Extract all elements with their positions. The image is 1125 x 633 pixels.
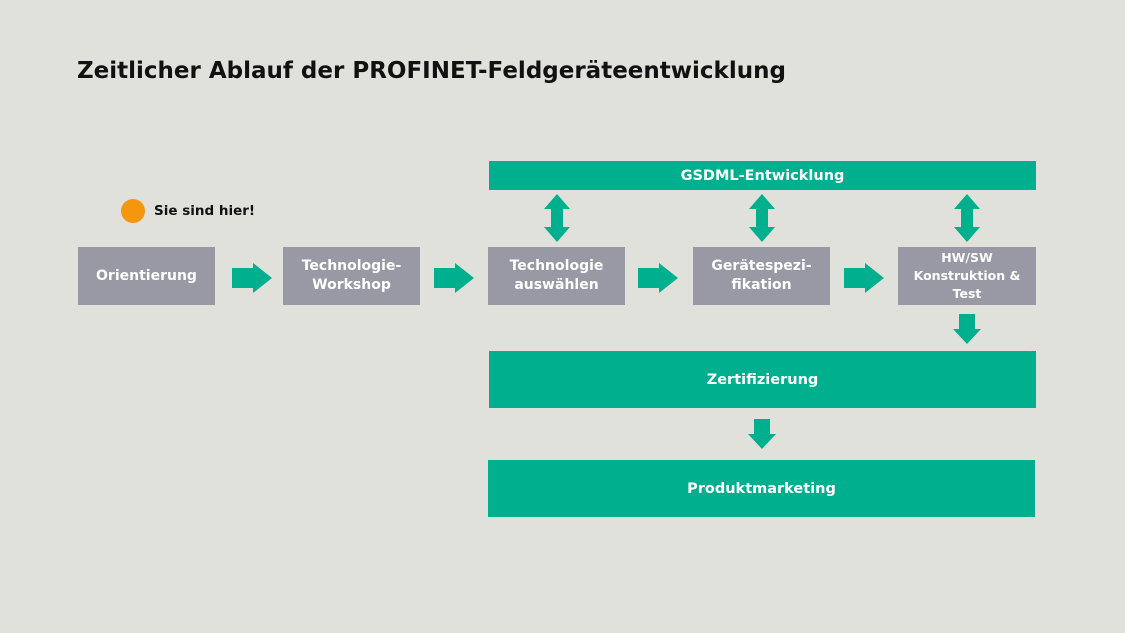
- legend: Sie sind hier!: [121, 199, 255, 223]
- gsdml-bar: GSDML-Entwicklung: [489, 161, 1036, 190]
- page-title: Zeitlicher Ablauf der PROFINET-Feldgerät…: [77, 58, 786, 84]
- step-orientierung: Orientierung: [78, 247, 215, 305]
- arrow-right-icon: [844, 263, 884, 293]
- step-technologie-auswaehlen: Technologie auswählen: [488, 247, 625, 305]
- current-position-marker: [121, 199, 145, 223]
- arrow-right-icon: [638, 263, 678, 293]
- step-hw-sw-konstruktion-test: HW/SW Konstruktion & Test: [898, 247, 1036, 305]
- arrow-down-icon: [748, 419, 776, 449]
- double-arrow-vertical-icon: [749, 194, 775, 242]
- arrow-down-icon: [953, 314, 981, 344]
- double-arrow-vertical-icon: [954, 194, 980, 242]
- zertifizierung-bar: Zertifizierung: [489, 351, 1036, 408]
- arrow-right-icon: [232, 263, 272, 293]
- step-technologie-workshop: Technologie- Workshop: [283, 247, 420, 305]
- legend-label: Sie sind hier!: [154, 203, 256, 219]
- produktmarketing-bar: Produktmarketing: [488, 460, 1035, 517]
- double-arrow-vertical-icon: [544, 194, 570, 242]
- arrow-right-icon: [434, 263, 474, 293]
- step-geraetespezifikation: Gerätespezi- fikation: [693, 247, 830, 305]
